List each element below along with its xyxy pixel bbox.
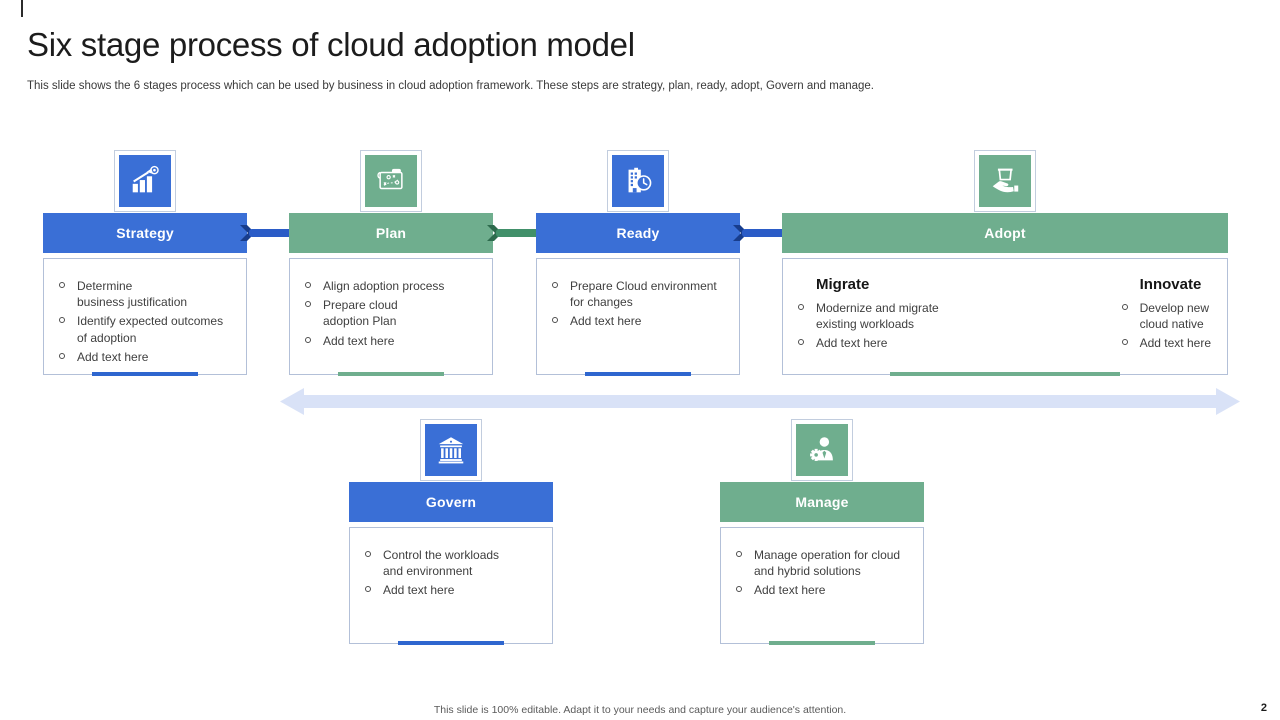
- stage-title: Plan: [375, 225, 407, 241]
- bullet-circle-icon: [59, 317, 65, 324]
- subsection-innovate: Innovate Develop new cloud native Add te…: [1120, 276, 1211, 355]
- timeline-double-arrow-icon: [280, 388, 1240, 415]
- stage-header-manage: Manage: [720, 482, 924, 522]
- tactical-plan-icon: [365, 155, 417, 207]
- bullet-circle-icon: [1121, 304, 1128, 310]
- list-item: Determine business justification: [57, 278, 238, 310]
- innovate-bullet-list: Develop new cloud native Add text here: [1120, 300, 1211, 352]
- corner-tick: [21, 0, 23, 17]
- stage-body-plan: Align adoption process Prepare cloud ado…: [289, 258, 493, 376]
- strategy-icon-frame: [114, 150, 176, 212]
- plan-icon-frame: [360, 150, 422, 212]
- list-item: Add text here: [1120, 335, 1211, 351]
- stage-title: Adopt: [984, 225, 1026, 241]
- stage-govern: Govern Control the workloads and environ…: [349, 419, 553, 645]
- page-subtitle: This slide shows the 6 stages process wh…: [27, 80, 875, 92]
- stage-plan: Plan Align adoption process Prepare clou…: [289, 150, 493, 376]
- govern-bullet-list: Control the workloads and environment Ad…: [350, 528, 552, 610]
- bullet-circle-icon: [59, 282, 65, 288]
- list-item: Add text here: [363, 582, 544, 598]
- bullet-circle-icon: [305, 282, 311, 288]
- list-item: Add text here: [57, 349, 238, 365]
- list-item: Modernize and migrate existing workloads: [796, 300, 939, 332]
- stage-header-govern: Govern: [349, 482, 553, 522]
- page-title: Six stage process of cloud adoption mode…: [27, 26, 635, 63]
- accent-underline: [585, 372, 691, 376]
- bullet-circle-icon: [365, 586, 371, 593]
- growth-chart-icon: [119, 155, 171, 207]
- bullet-circle-icon: [1121, 339, 1128, 346]
- stage-manage: Manage Manage operation for cloud and hy…: [720, 419, 924, 645]
- list-item: Manage operation for cloud and hybrid so…: [734, 547, 915, 579]
- stage-body-ready: Prepare Cloud environment for changes Ad…: [536, 258, 740, 376]
- stage-title: Govern: [425, 494, 477, 510]
- manage-icon-frame: [791, 419, 853, 481]
- stage-body-govern: Control the workloads and environment Ad…: [349, 527, 553, 645]
- accent-underline: [338, 372, 444, 376]
- bullet-circle-icon: [736, 551, 742, 557]
- bullet-circle-icon: [59, 352, 65, 359]
- list-item: Add text here: [796, 335, 939, 351]
- stage-header-strategy: Strategy: [43, 213, 247, 253]
- stage-adopt: Adopt Migrate Modernize and migrate exis…: [782, 150, 1228, 376]
- list-item: Develop new cloud native: [1120, 300, 1211, 332]
- accent-underline: [398, 641, 504, 645]
- manage-bullet-list: Manage operation for cloud and hybrid so…: [721, 528, 923, 610]
- bullet-circle-icon: [798, 339, 804, 346]
- list-item: Prepare Cloud environment for changes: [550, 278, 731, 310]
- footer-note: This slide is 100% editable. Adapt it to…: [433, 704, 847, 716]
- list-item: Align adoption process: [303, 278, 484, 294]
- bullet-circle-icon: [798, 304, 804, 310]
- stage-title: Manage: [795, 494, 849, 510]
- bullet-circle-icon: [736, 586, 742, 593]
- stage-body-strategy: Determine business justification Identif…: [43, 258, 247, 376]
- accent-underline: [92, 372, 198, 376]
- ready-bullet-list: Prepare Cloud environment for changes Ad…: [537, 259, 739, 341]
- stage-strategy: Strategy Determine business justificatio…: [43, 150, 247, 376]
- list-item: Add text here: [303, 333, 484, 349]
- strategy-bullet-list: Determine business justification Identif…: [44, 259, 246, 376]
- stage-title: Strategy: [116, 225, 174, 241]
- plan-bullet-list: Align adoption process Prepare cloud ado…: [290, 259, 492, 360]
- stage-header-plan: Plan: [289, 213, 493, 253]
- adopt-icon-frame: [974, 150, 1036, 212]
- govern-icon-frame: [420, 419, 482, 481]
- list-item: Prepare cloud adoption Plan: [303, 297, 484, 329]
- ready-icon-frame: [607, 150, 669, 212]
- building-clock-icon: [612, 155, 664, 207]
- bullet-circle-icon: [552, 282, 558, 288]
- bullet-circle-icon: [305, 336, 311, 343]
- list-item: Add text here: [550, 313, 731, 329]
- stage-ready: Ready Prepare Cloud environment for chan…: [536, 150, 740, 376]
- stage-title: Ready: [616, 225, 660, 241]
- list-item: Identify expected outcomes of adoption: [57, 313, 238, 345]
- stage-body-manage: Manage operation for cloud and hybrid so…: [720, 527, 924, 645]
- stage-header-ready: Ready: [536, 213, 740, 253]
- accent-underline: [890, 372, 1120, 376]
- migrate-bullet-list: Modernize and migrate existing workloads…: [796, 300, 939, 352]
- list-item: Control the workloads and environment: [363, 547, 544, 579]
- bullet-circle-icon: [552, 317, 558, 324]
- bullet-circle-icon: [305, 301, 311, 308]
- stage-header-adopt: Adopt: [782, 213, 1228, 253]
- bullet-circle-icon: [365, 551, 371, 557]
- hand-box-icon: [979, 155, 1031, 207]
- subsection-title: Migrate: [816, 276, 870, 293]
- person-gear-icon: [796, 424, 848, 476]
- subsection-migrate: Migrate Modernize and migrate existing w…: [796, 276, 939, 355]
- page-number: 2: [1260, 702, 1267, 714]
- stage-body-adopt: Migrate Modernize and migrate existing w…: [782, 258, 1228, 376]
- accent-underline: [769, 641, 875, 645]
- list-item: Add text here: [734, 582, 915, 598]
- subsection-title: Innovate: [1139, 276, 1202, 293]
- adopt-subsections: Migrate Modernize and migrate existing w…: [783, 259, 1227, 363]
- bank-building-icon: [425, 424, 477, 476]
